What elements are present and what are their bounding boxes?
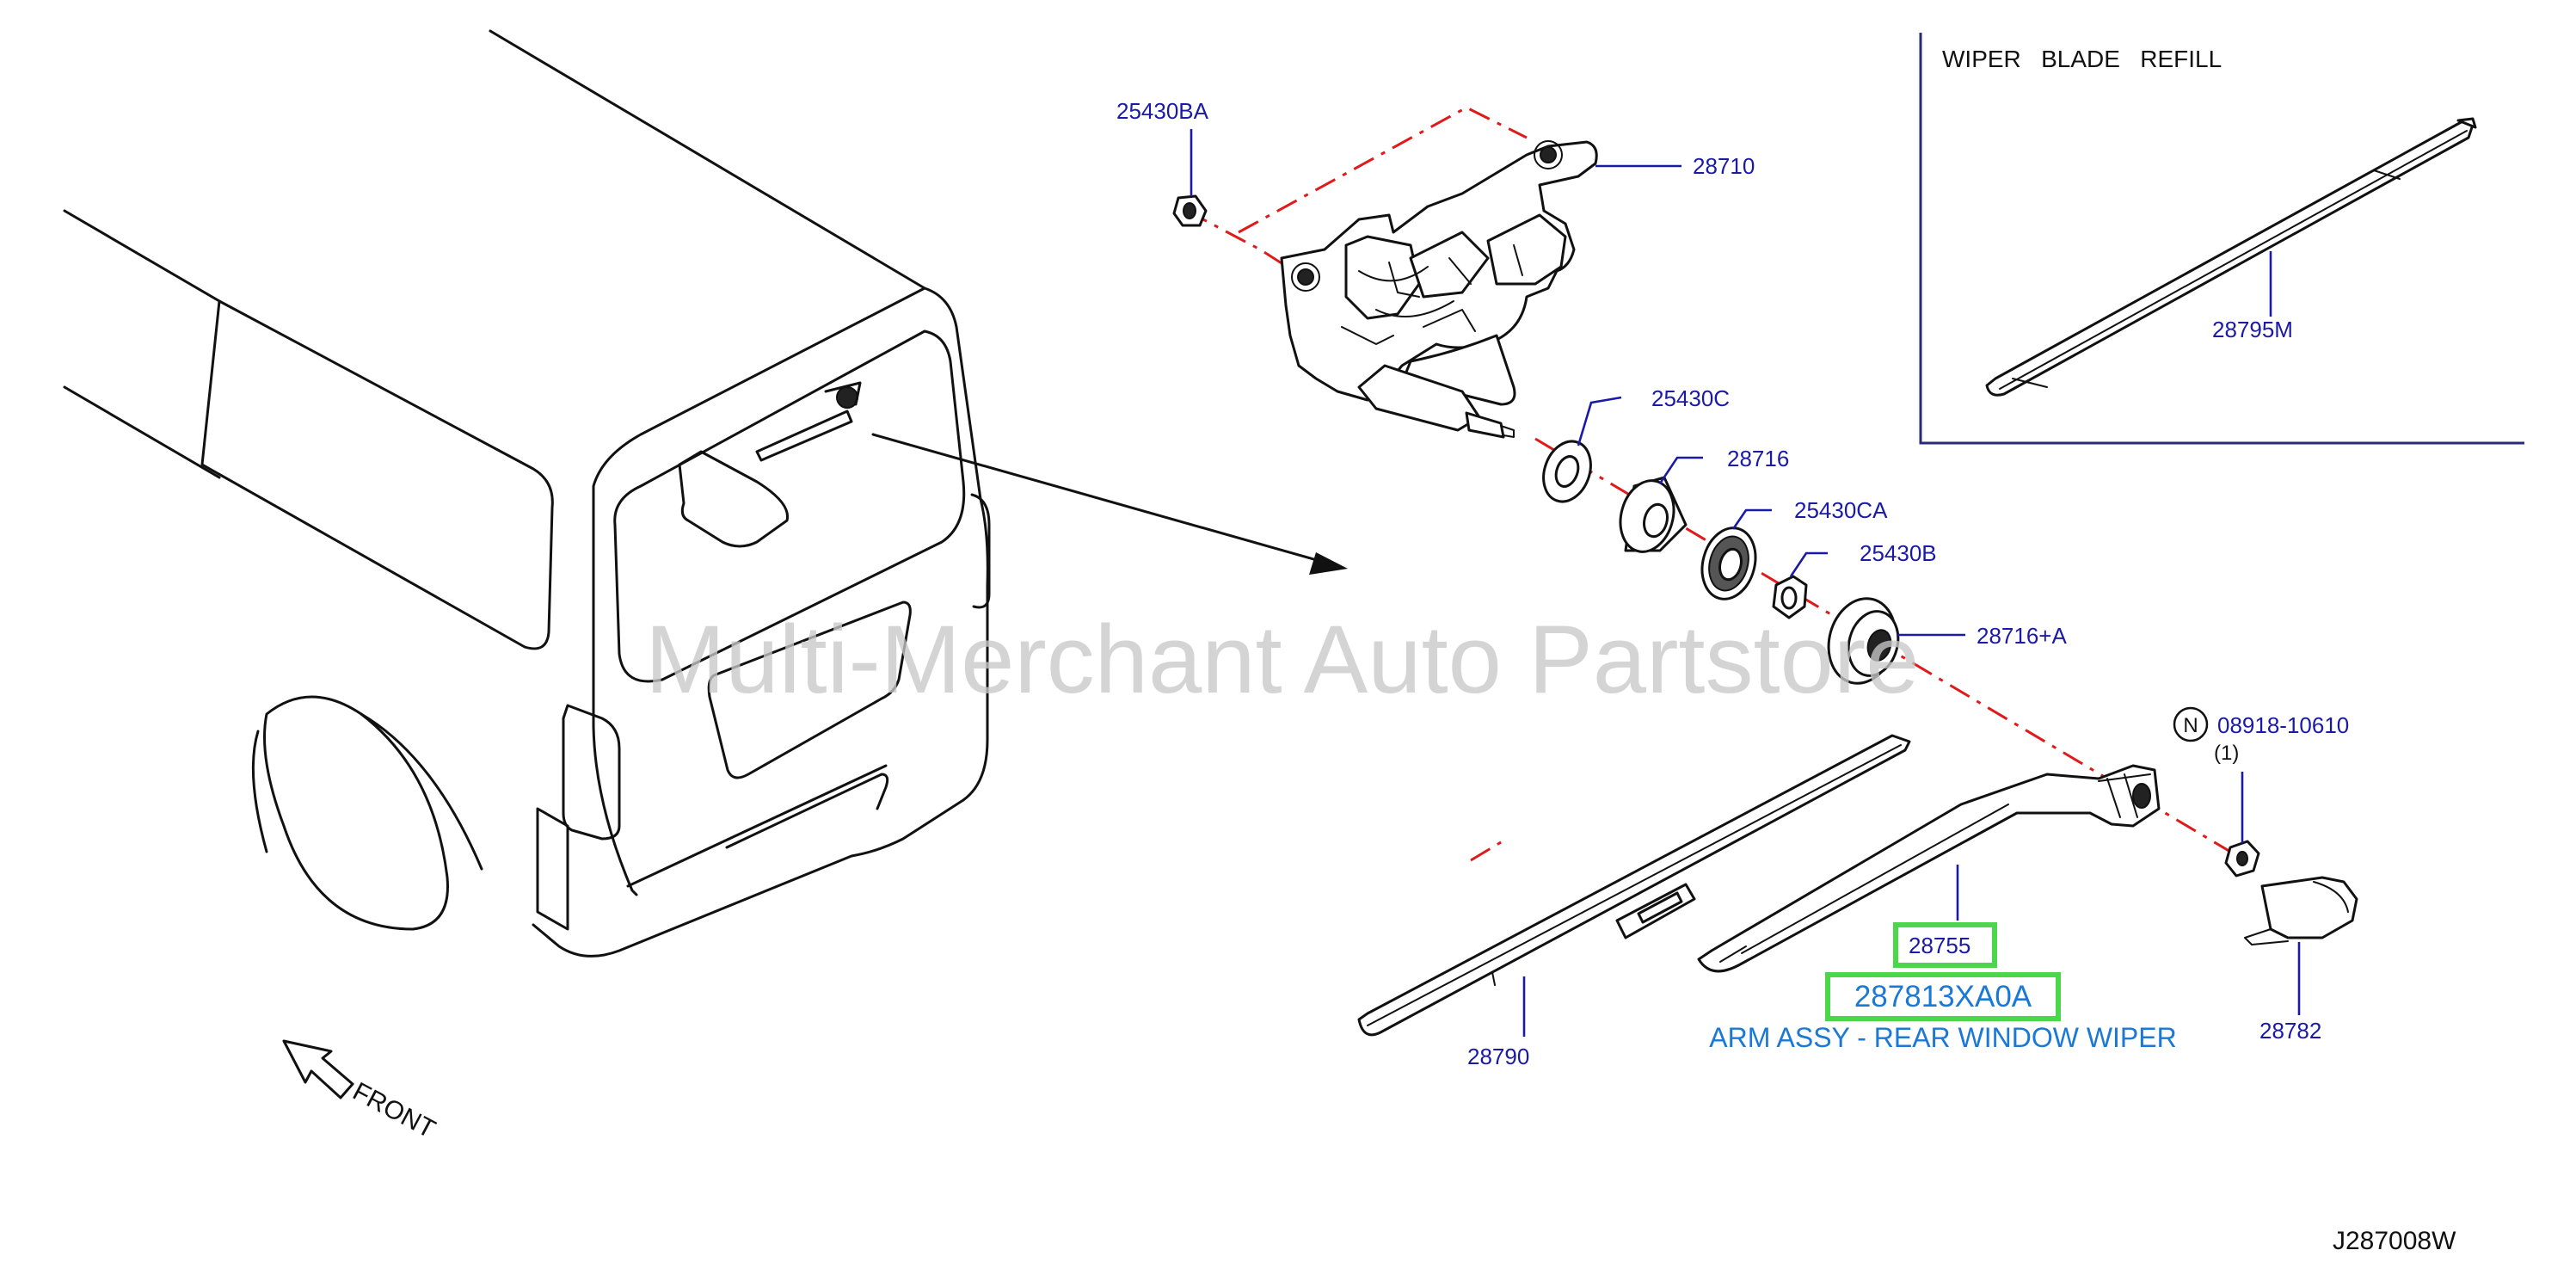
wiper-blade-part-28790 bbox=[1357, 734, 1911, 1037]
highlight-box-28755 bbox=[1893, 922, 1997, 968]
highlighted-part-number[interactable]: 287813XA0A bbox=[1854, 980, 2032, 1013]
inset-title: WIPER BLADE REFILL bbox=[1942, 46, 2222, 72]
n-symbol-letter: N bbox=[2183, 714, 2198, 737]
highlight-box-287813XA0A bbox=[1825, 972, 2061, 1021]
cover-part-28782 bbox=[2244, 876, 2358, 945]
label-25430CA: 25430CA bbox=[1794, 497, 1888, 523]
washer-part-25430C bbox=[1542, 440, 1592, 503]
label-08918-quantity: (1) bbox=[2214, 742, 2239, 765]
wiper-motor-part-28710 bbox=[1280, 140, 1598, 439]
wiper-arm-part-28755 bbox=[1697, 764, 2161, 973]
label-28710: 28710 bbox=[1693, 153, 1755, 179]
nut-part-08918-10610 bbox=[2224, 840, 2260, 878]
nut-part-25430B bbox=[1772, 575, 1808, 619]
bushing-part-28716 bbox=[1619, 476, 1688, 553]
label-28716A: 28716+A bbox=[1977, 623, 2067, 649]
detail-pointer-arrow bbox=[871, 433, 1348, 575]
label-28716: 28716 bbox=[1727, 446, 1789, 471]
label-28782: 28782 bbox=[2259, 1018, 2321, 1044]
seal-part-25430CA bbox=[1700, 527, 1757, 600]
label-28755: 28755 bbox=[1909, 933, 1970, 958]
front-direction-indicator: FRONT bbox=[282, 1039, 440, 1144]
highlighted-part-description[interactable]: ARM ASSY - REAR WINDOW WIPER bbox=[1709, 1022, 2176, 1053]
van-rear-illustration bbox=[63, 29, 991, 958]
label-25430B: 25430B bbox=[1860, 540, 1937, 566]
label-08918-10610-group: N 08918-10610 (1) bbox=[2173, 706, 2349, 765]
label-25430C: 25430C bbox=[1651, 385, 1730, 411]
blade-refill-part-28795M bbox=[1985, 117, 2477, 397]
n-symbol-circle bbox=[2173, 706, 2209, 742]
cap-part-28716A bbox=[1827, 597, 1900, 685]
label-28790: 28790 bbox=[1467, 1044, 1529, 1069]
highlighted-part[interactable]: 287813XA0A ARM ASSY - REAR WINDOW WIPER bbox=[1709, 922, 2177, 1053]
grommet-part-25430BA bbox=[1172, 194, 1208, 227]
store-watermark: Multi-Merchant Auto Partstore bbox=[645, 606, 1919, 713]
front-label: FRONT bbox=[348, 1077, 440, 1144]
label-28795M: 28795M bbox=[2212, 317, 2293, 342]
wiper-blade-refill-inset: WIPER BLADE REFILL bbox=[1919, 33, 2524, 445]
label-08918-10610: 08918-10610 bbox=[2217, 712, 2349, 738]
label-25430BA: 25430BA bbox=[1116, 98, 1209, 124]
diagram-code: J287008W bbox=[2333, 1227, 2456, 1255]
assembly-centerlines bbox=[1186, 106, 2246, 862]
callout-leader-lines bbox=[1190, 129, 2301, 1037]
part-number-callouts: 25430BA 28710 25430C 28716 25430CA 25430… bbox=[1116, 98, 2349, 1069]
